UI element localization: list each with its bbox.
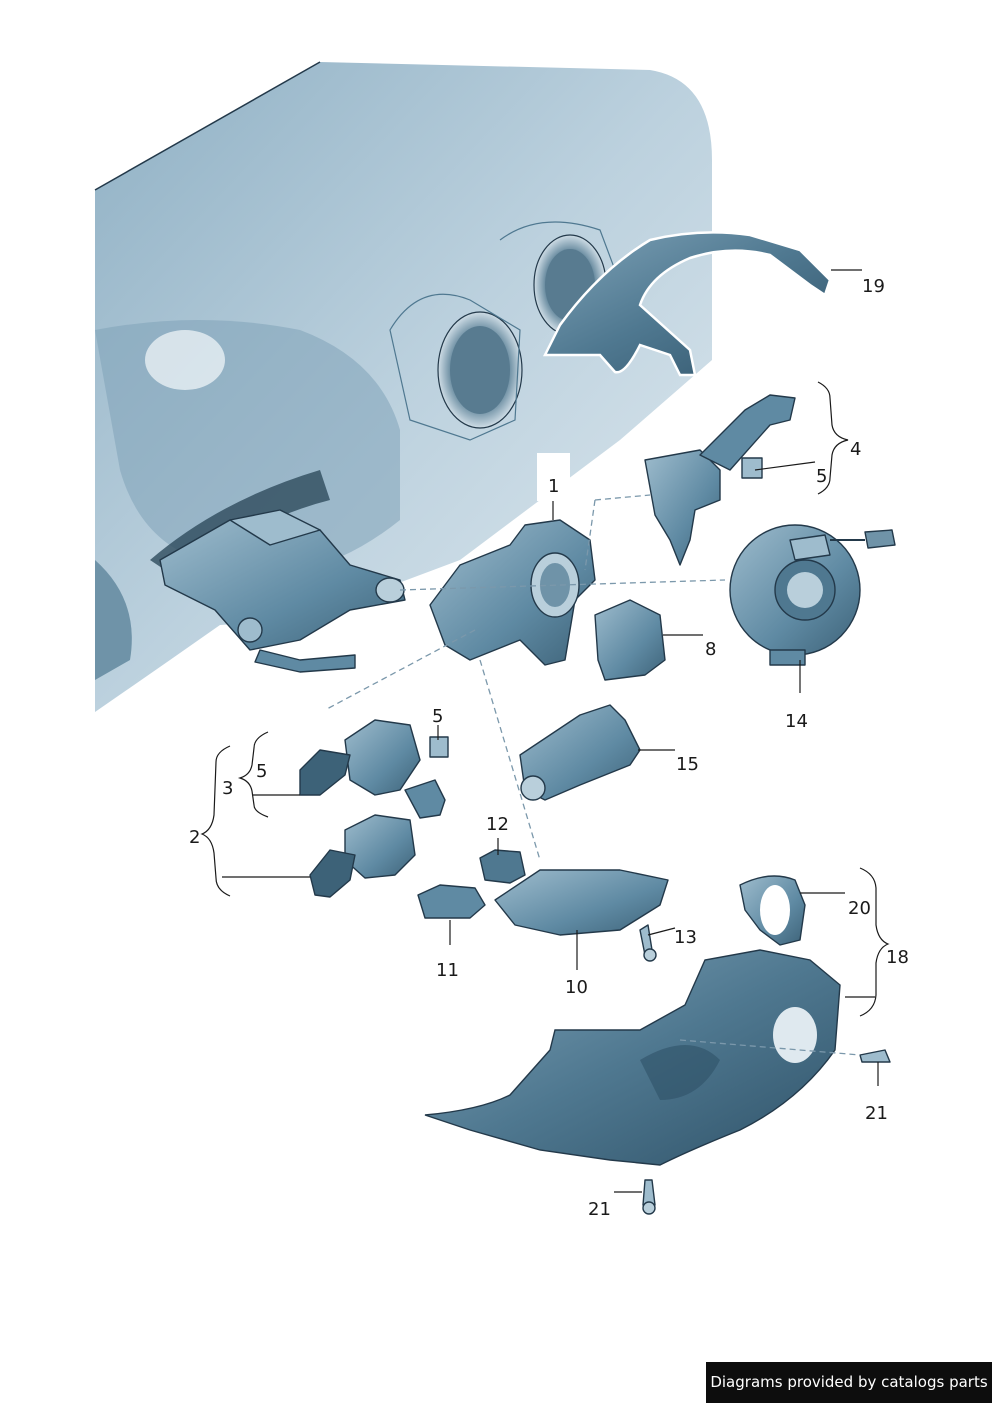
grouping-braces <box>200 381 890 1017</box>
screw-21-right <box>859 1049 891 1063</box>
callout-21-right: 21 <box>865 1103 888 1124</box>
steering-column <box>159 509 406 673</box>
diagram-credit-banner: Diagrams provided by catalogs parts <box>706 1362 992 1403</box>
callout-1-box <box>537 453 570 501</box>
switch-base-plate <box>494 869 669 936</box>
connector-housing-11 <box>417 884 486 919</box>
callout-labels: 1 19 4 5 8 14 15 5 5 3 2 12 11 10 13 20 … <box>189 276 909 1220</box>
callout-2: 2 <box>189 827 200 848</box>
steering-column-control-unit <box>594 599 666 681</box>
screw-21-bottom <box>642 1179 656 1215</box>
wiper-stalk-switch <box>644 394 796 566</box>
clock-spring <box>729 524 896 666</box>
callout-3: 3 <box>222 778 233 799</box>
trim-ring <box>739 875 806 946</box>
callout-11: 11 <box>436 960 459 981</box>
callout-4: 4 <box>850 439 861 460</box>
ignition-lock-housing <box>519 704 641 801</box>
callout-10: 10 <box>565 977 588 998</box>
connector-housing-12 <box>479 849 526 884</box>
screw-13 <box>639 924 657 962</box>
callout-15: 15 <box>676 754 699 775</box>
callout-1: 1 <box>548 476 559 497</box>
lower-steering-column-cover <box>424 949 841 1166</box>
callout-21-bottom: 21 <box>588 1199 611 1220</box>
alignment-dashed-lines <box>324 494 861 1056</box>
callout-5-wiper: 5 <box>816 466 827 487</box>
callout-12: 12 <box>486 814 509 835</box>
callout-14: 14 <box>785 711 808 732</box>
callout-19: 19 <box>862 276 885 297</box>
callout-13: 13 <box>674 927 697 948</box>
upper-steering-column-cover <box>542 231 832 377</box>
callout-20: 20 <box>848 898 871 919</box>
turn-signal-switch <box>299 719 449 819</box>
callout-5-upper: 5 <box>432 706 443 727</box>
callout-8: 8 <box>705 639 716 660</box>
cruise-control-switch <box>309 814 416 898</box>
callout-5-left: 5 <box>256 761 267 782</box>
callout-18: 18 <box>886 947 909 968</box>
leader-lines <box>222 269 879 1193</box>
